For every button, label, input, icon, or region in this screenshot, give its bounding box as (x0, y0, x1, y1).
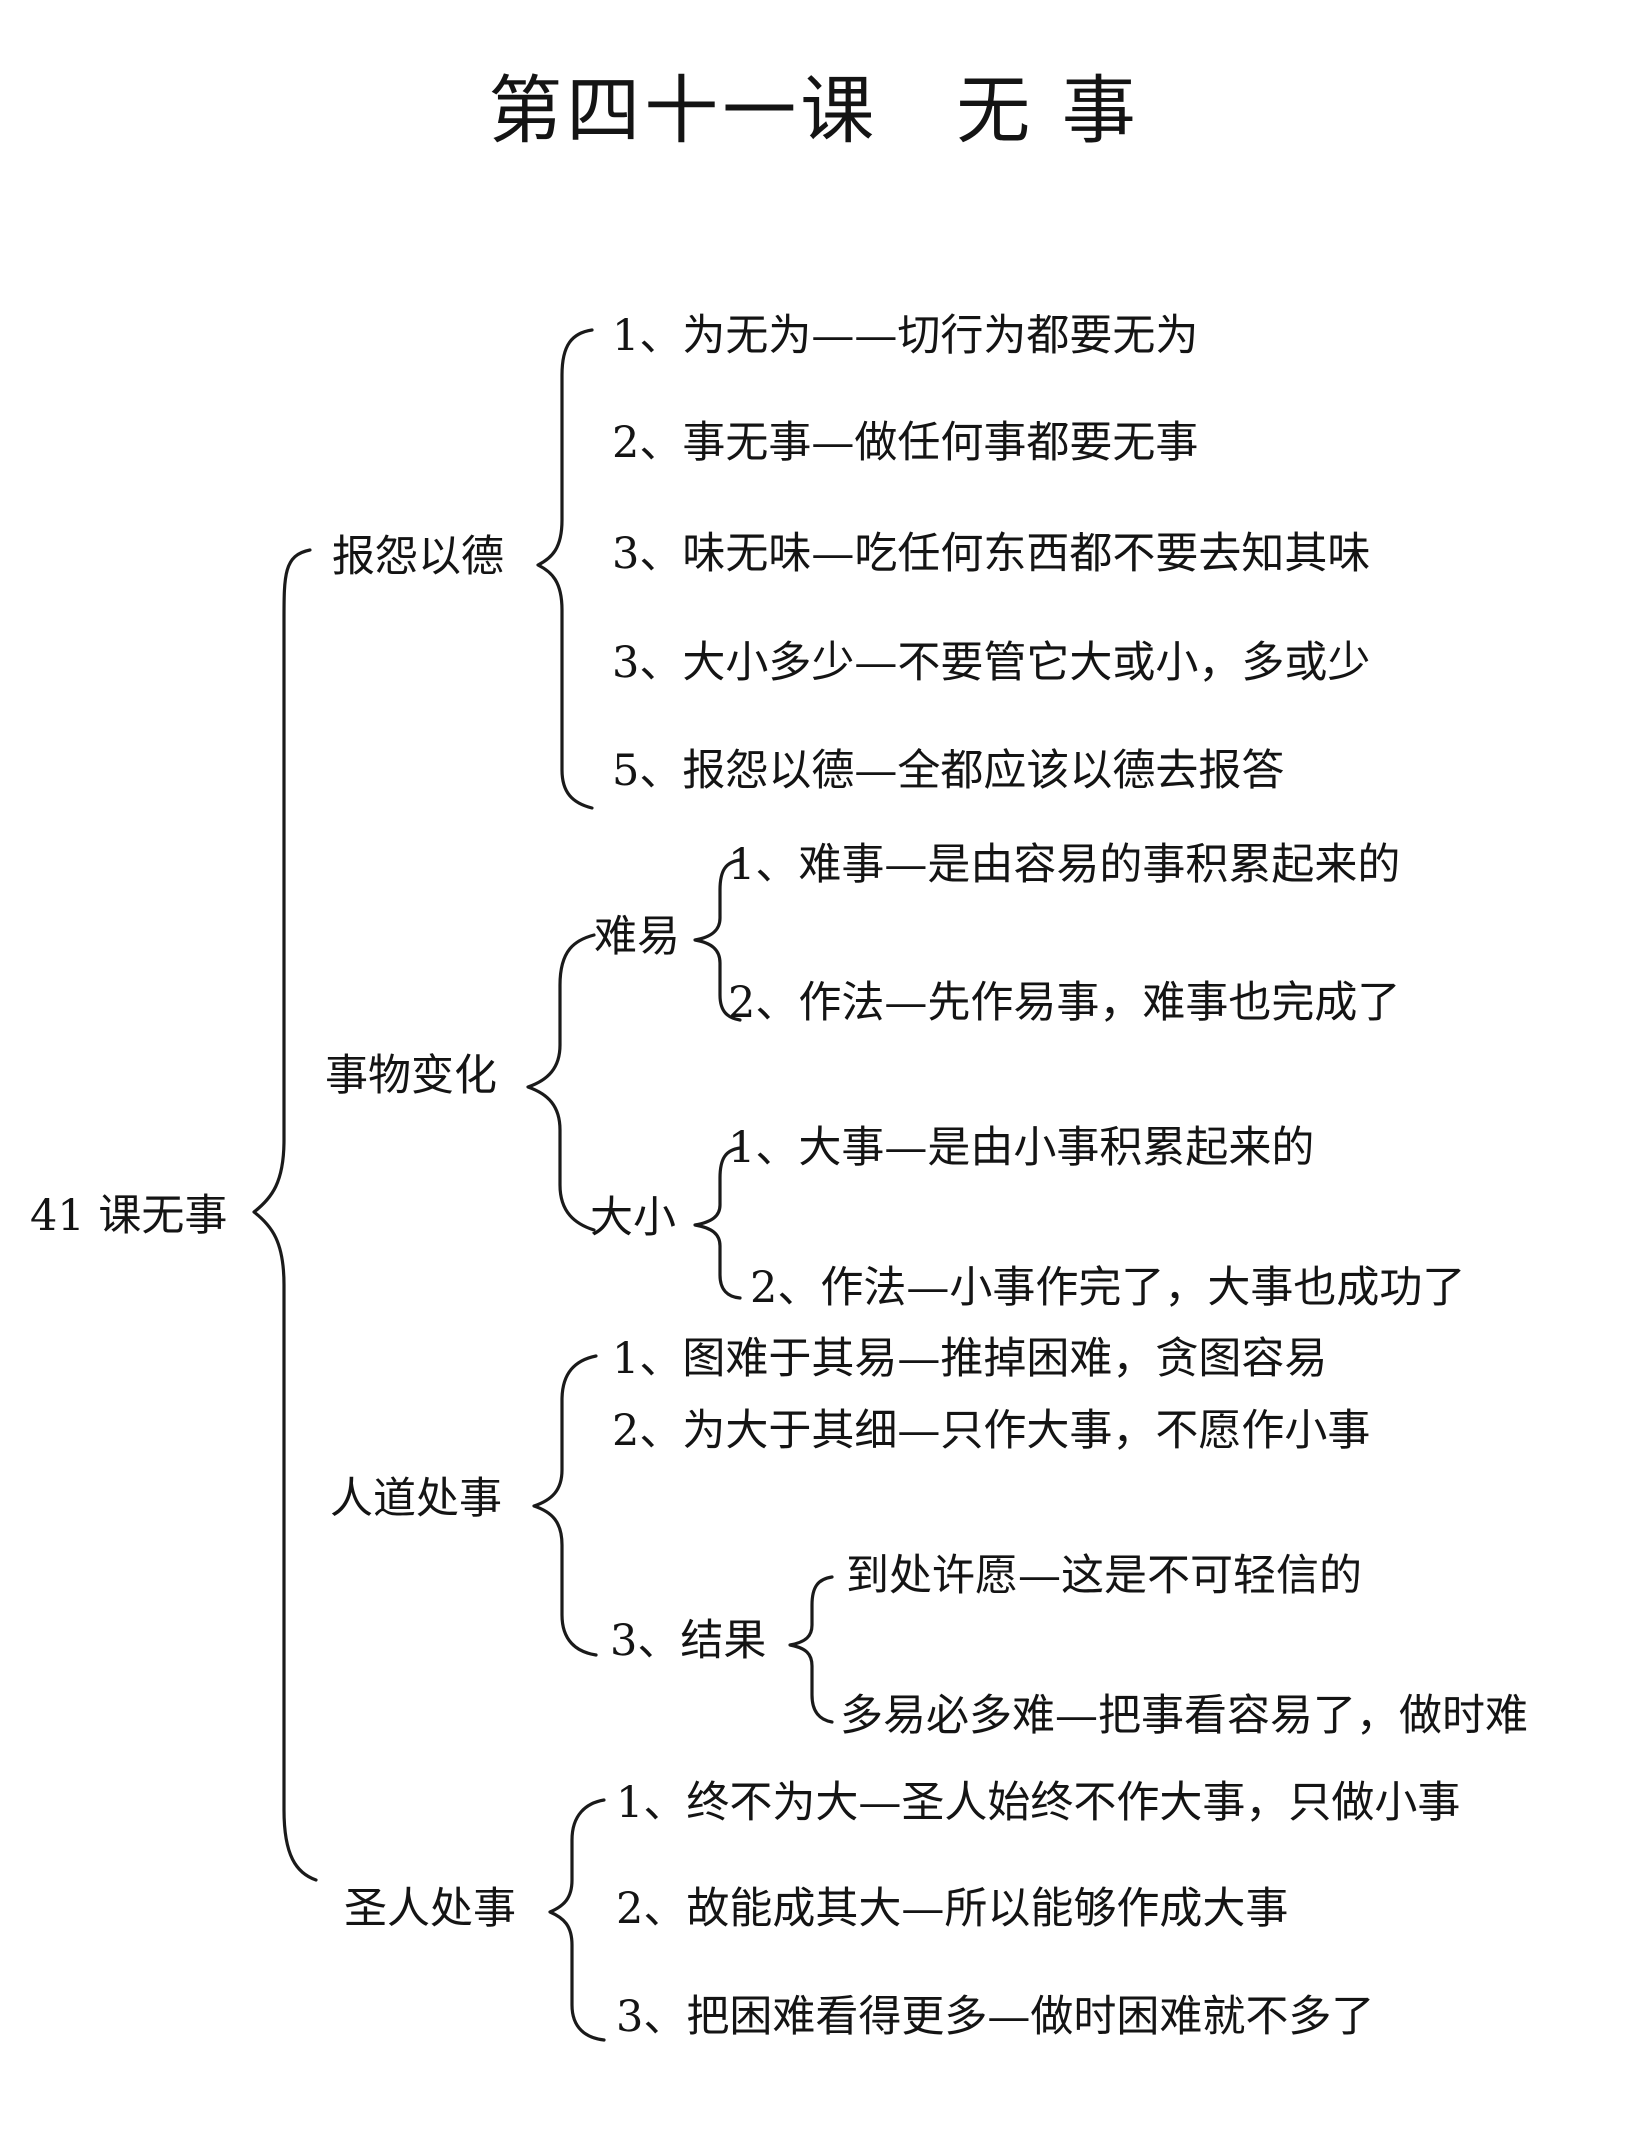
leaf-item: 5、报怨以德—全都应该以德去报答 (612, 746, 1285, 796)
leaf-item: 2、故能成其大—所以能够作成大事 (616, 1884, 1289, 1934)
branch-label: 事物变化 (325, 1051, 497, 1101)
leaf-item: 1、图难于其易—推掉困难，贪图容易 (612, 1334, 1328, 1384)
leaf-item: 到处许愿—这是不可轻信的 (846, 1551, 1362, 1601)
leaf-item: 2、作法—小事作完了，大事也成功了 (750, 1263, 1466, 1313)
leaf-item: 多易必多难—把事看容易了，做时难 (840, 1691, 1528, 1741)
result-brace (788, 1575, 834, 1724)
root-brace (252, 548, 318, 1882)
branch4-brace (548, 1798, 606, 2042)
leaf-item: 3、大小多少—不要管它大或小，多或少 (612, 638, 1371, 688)
group-label: 3、结果 (610, 1616, 767, 1666)
leaf-item: 1、难事—是由容易的事积累起来的 (728, 840, 1401, 890)
root-topic: 41 课无事 (30, 1191, 228, 1241)
group-daxiao-brace (693, 1146, 742, 1300)
branch-label: 人道处事 (330, 1474, 502, 1524)
leaf-item: 3、味无味—吃任何东西都不要去知其味 (612, 529, 1371, 579)
leaf-item: 1、大事—是由小事积累起来的 (728, 1123, 1315, 1173)
leaf-item: 1、终不为大—圣人始终不作大事，只做小事 (616, 1778, 1461, 1828)
branch-label: 圣人处事 (344, 1884, 516, 1934)
leaf-item: 2、作法—先作易事，难事也完成了 (728, 978, 1401, 1028)
page-title: 第四十一课 无 事 (488, 68, 1140, 154)
leaf-item: 1、为无为——切行为都要无为 (612, 311, 1199, 361)
group-label: 难易 (594, 912, 680, 962)
branch-label: 报怨以德 (332, 532, 504, 582)
leaf-item: 3、把困难看得更多—做时困难就不多了 (616, 1992, 1375, 2042)
leaf-item: 2、事无事—做任何事都要无事 (612, 418, 1199, 468)
group-nanyi-brace (693, 858, 742, 1022)
branch1-brace (536, 328, 594, 810)
group-label: 大小 (590, 1193, 676, 1243)
branch2-brace (526, 933, 596, 1232)
branch3-brace (532, 1354, 598, 1657)
leaf-item: 2、为大于其细—只作大事，不愿作小事 (612, 1406, 1371, 1456)
